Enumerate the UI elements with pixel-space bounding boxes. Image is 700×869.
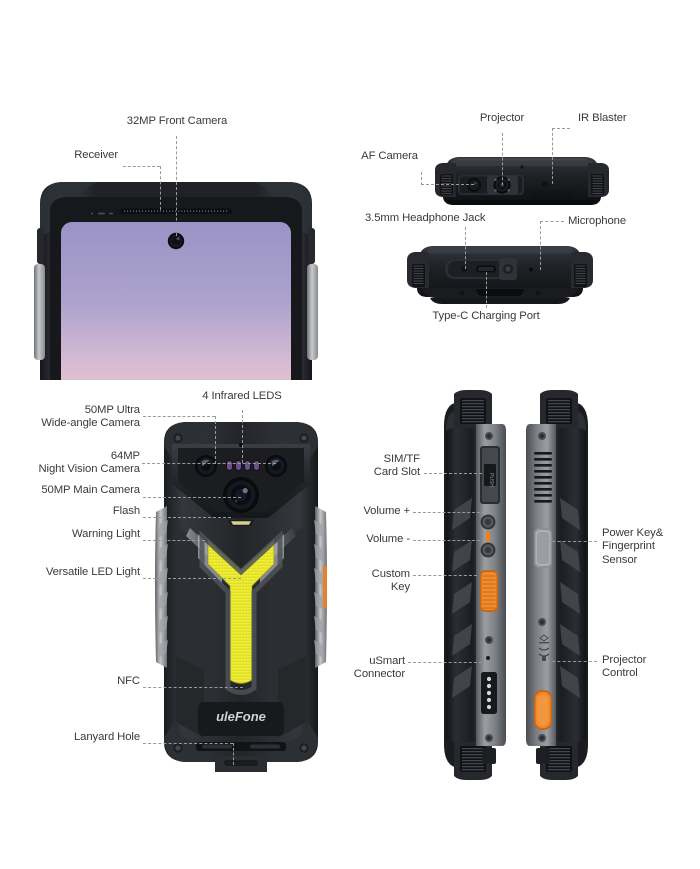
callout-projector-control: Projector Control: [602, 654, 647, 680]
bottom-edge-view-illustration: [407, 246, 593, 304]
callout-50mp-ultra-wide: 50MP Ultra Wide-angle Camera: [41, 404, 140, 430]
callout-usmart-connector: uSmart Connector: [353, 655, 405, 681]
leader-microphone-h: [540, 221, 564, 222]
callout-sim-tf-card-slot: SIM/TF Card Slot: [373, 453, 420, 479]
callout-ir-blaster: IR Blaster: [578, 112, 627, 124]
leader-receiver-h: [123, 166, 160, 167]
top-edge-view-illustration: [435, 157, 609, 205]
leader-ir-blaster-h: [552, 128, 570, 129]
callout-versatile-led-light: Versatile LED Light: [45, 566, 140, 578]
callout-volume-up: Volume +: [363, 505, 410, 517]
callout-lanyard-hole: Lanyard Hole: [74, 731, 140, 743]
callout-af-camera: AF Camera: [361, 150, 418, 162]
callout-64mp-night-vision: 64MP Night Vision Camera: [38, 450, 141, 476]
callout-nfc: NFC: [117, 675, 140, 687]
right-side-view-illustration: [526, 390, 588, 780]
callout-microphone: Microphone: [568, 215, 627, 227]
callout-32mp-front-camera: 32MP Front Camera: [126, 115, 228, 127]
leader-af-camera-v: [421, 172, 422, 185]
sim-tray-marking: PUSH: [488, 473, 494, 487]
back-view-illustration: uleFone: [155, 422, 327, 772]
certification-marks: [538, 634, 550, 661]
callout-warning-light: Warning Light: [72, 528, 140, 540]
callout-receiver: Receiver: [74, 149, 118, 161]
callout-custom-key: Custom Key: [371, 568, 410, 594]
callout-volume-down: Volume -: [366, 533, 410, 545]
callout-4-infrared-leds: 4 Infrared LEDS: [202, 390, 282, 402]
callout-power-key-fingerprint-sensor: Power Key& Fingerprint Sensor: [602, 527, 664, 566]
callout-50mp-main-camera: 50MP Main Camera: [41, 484, 140, 496]
callout-flash: Flash: [112, 505, 140, 517]
left-side-view-illustration: PUSH: [444, 390, 506, 780]
front-view-illustration: [34, 182, 318, 380]
callout-type-c-port: Type-C Charging Port: [432, 310, 540, 322]
callout-headphone-jack: 3.5mm Headphone Jack: [365, 212, 486, 224]
callout-projector: Projector: [479, 112, 525, 124]
brand-logo-text: uleFone: [216, 709, 266, 724]
